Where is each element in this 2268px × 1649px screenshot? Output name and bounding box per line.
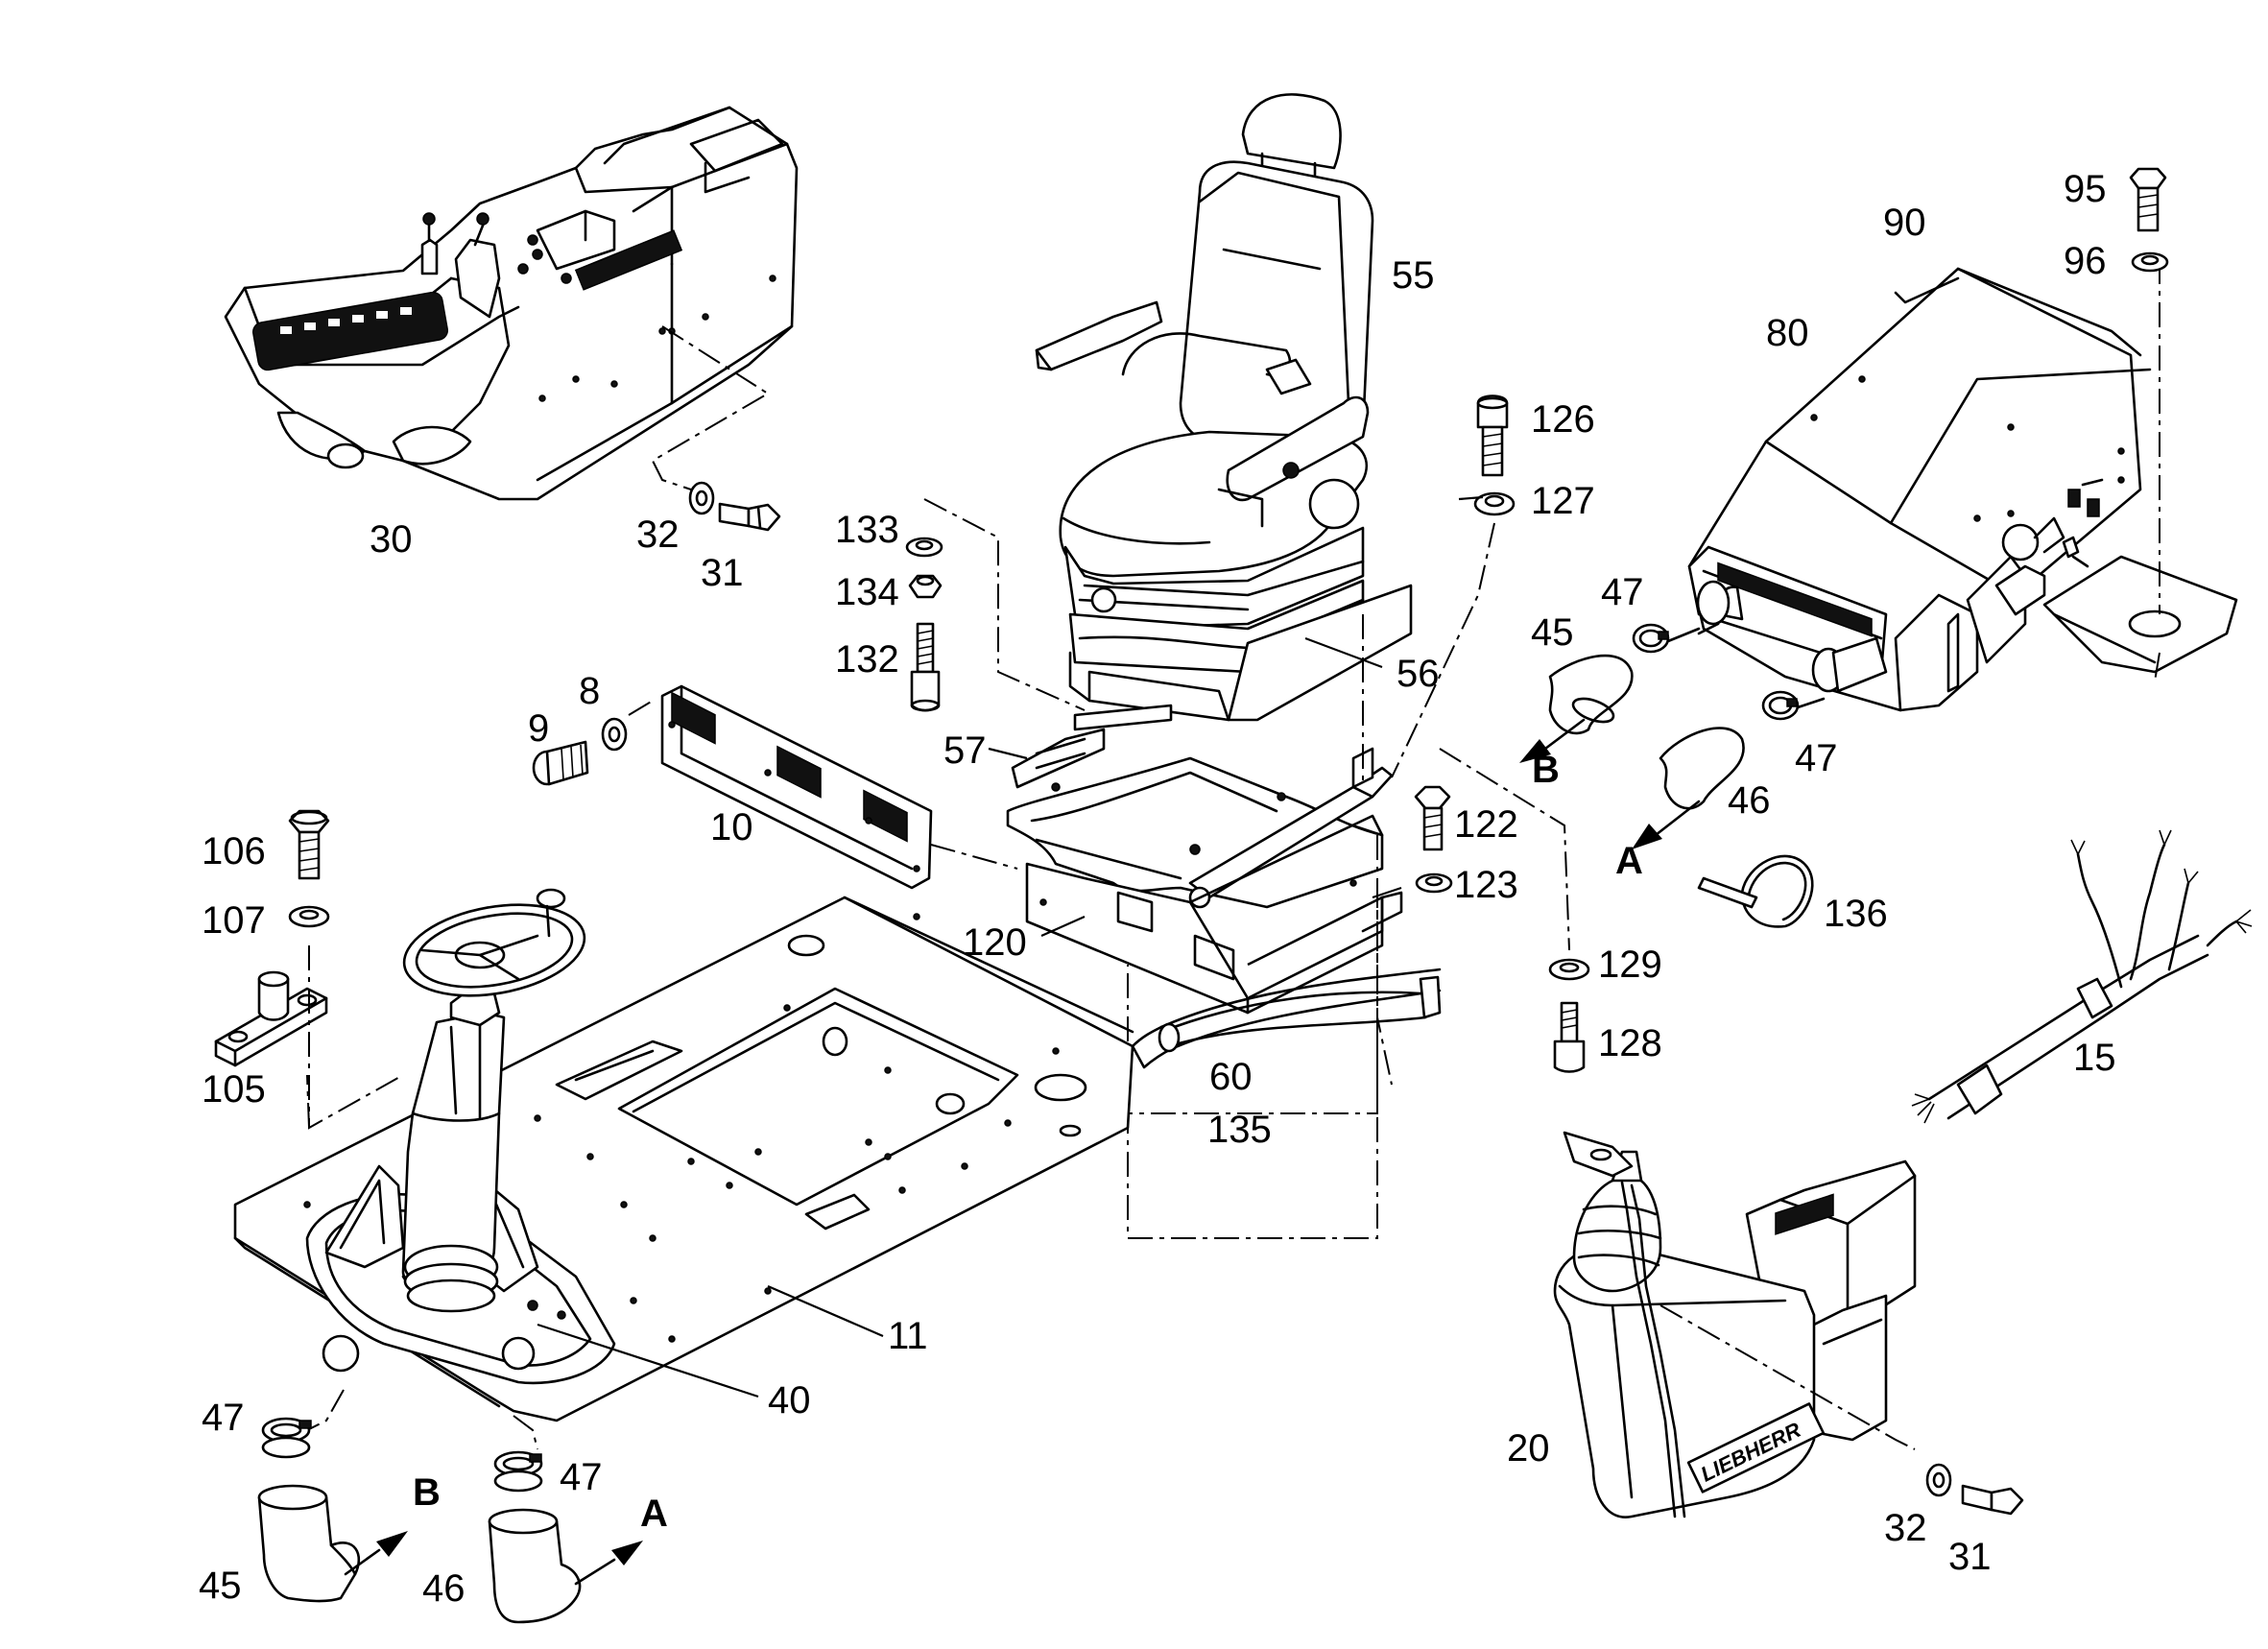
label-47-lower-right: 47 (560, 1456, 603, 1498)
label-32-lower: 32 (1884, 1507, 1927, 1549)
washer-107-drawing (288, 905, 330, 928)
label-107: 107 (202, 899, 266, 942)
bolt-31-lower-drawing (1961, 1484, 2024, 1516)
washer-96-drawing (2131, 251, 2169, 273)
label-32-upper: 32 (636, 514, 680, 556)
screw-128-drawing (1553, 1001, 1586, 1073)
washer-127-drawing (1473, 491, 1516, 516)
label-80: 80 (1766, 312, 1809, 354)
view-marker-b-upper: B (1532, 749, 1560, 791)
joystick-console-drawing: LIEBHERR (1553, 1131, 1917, 1518)
arrow-b-upper-drawing (1519, 718, 1586, 763)
washer-32-lower-drawing (1925, 1463, 1952, 1497)
hose-clamp-47-mid-drawing (1761, 690, 1800, 721)
label-30: 30 (370, 518, 413, 561)
hose-46-lower-drawing (488, 1508, 582, 1624)
label-135: 135 (1207, 1109, 1272, 1151)
label-95: 95 (2064, 168, 2107, 210)
label-122: 122 (1454, 803, 1518, 846)
label-46-upper: 46 (1728, 779, 1771, 822)
label-90: 90 (1883, 202, 1926, 244)
label-45-upper: 45 (1531, 611, 1574, 654)
label-129: 129 (1598, 944, 1662, 986)
label-134: 134 (835, 571, 899, 613)
bolt-106-drawing (288, 809, 330, 880)
label-60: 60 (1209, 1056, 1253, 1098)
view-marker-a-lower: A (640, 1493, 668, 1535)
label-105: 105 (202, 1068, 266, 1111)
hose-clamp-47-lower-right-drawing (493, 1450, 543, 1493)
seat-console-box-drawing (1025, 814, 1403, 1127)
washer-123-drawing (1415, 872, 1453, 894)
bolt-95-drawing (2129, 167, 2167, 232)
label-11: 11 (888, 1315, 928, 1357)
view-markers: B A B A (413, 749, 1643, 1535)
steering-column-drawing (305, 888, 616, 1385)
view-marker-a-upper: A (1615, 840, 1643, 882)
bolt-31-drawing (718, 502, 781, 532)
screw-126-drawing (1476, 394, 1509, 477)
label-8: 8 (579, 670, 600, 712)
hose-46-drawing (1659, 727, 1745, 810)
label-120: 120 (963, 921, 1027, 964)
hose-45-drawing (1548, 654, 1634, 735)
label-126: 126 (1531, 398, 1595, 441)
washer-133-drawing (905, 537, 943, 558)
label-127: 127 (1531, 480, 1595, 522)
label-96: 96 (2064, 240, 2107, 282)
bracket-105-drawing (214, 970, 328, 1067)
label-57: 57 (943, 729, 987, 772)
washer-129-drawing (1548, 958, 1590, 981)
label-136: 136 (1824, 893, 1888, 935)
view-marker-b-lower: B (413, 1471, 441, 1514)
label-132: 132 (835, 638, 899, 681)
label-10: 10 (710, 806, 753, 848)
label-15: 15 (2073, 1037, 2116, 1079)
label-55: 55 (1392, 254, 1435, 297)
cable-harness-60-drawing (1131, 968, 1442, 1069)
cable-clip-136-drawing (1697, 854, 1814, 928)
label-106: 106 (202, 830, 266, 872)
label-47-lower-left: 47 (202, 1397, 245, 1439)
label-45-lower: 45 (199, 1565, 242, 1607)
part-labels: 30 32 31 55 56 57 133 134 132 126 127 95… (199, 168, 2116, 1610)
hose-clamp-47-lower-left-drawing (261, 1417, 312, 1459)
washer-8-drawing (601, 717, 628, 752)
label-31-upper: 31 (701, 552, 744, 594)
label-128: 128 (1598, 1022, 1662, 1064)
heater-unit-drawing (1687, 267, 2152, 712)
label-9: 9 (528, 707, 549, 750)
label-133: 133 (835, 509, 899, 551)
label-46-lower: 46 (422, 1567, 466, 1610)
hose-45-lower-drawing (257, 1484, 361, 1603)
cab-floor-plate-drawing (233, 896, 1134, 1422)
label-40: 40 (768, 1379, 811, 1422)
washer-32-drawing (688, 481, 715, 515)
screw-9-drawing (532, 740, 589, 786)
label-20: 20 (1507, 1427, 1550, 1470)
label-47-mid: 47 (1795, 737, 1838, 779)
heater-mount-plate-drawing (2042, 555, 2238, 674)
label-56: 56 (1397, 653, 1440, 695)
screw-132-drawing (910, 622, 941, 712)
arrow-a-upper-drawing (1632, 800, 1701, 849)
bolt-122-drawing (1414, 785, 1451, 851)
operator-seat-drawing (1035, 93, 1413, 731)
wire-harness-15-drawing (1911, 829, 2253, 1124)
control-console-drawing (224, 106, 799, 501)
label-123: 123 (1454, 864, 1518, 906)
hose-clamp-47-top-drawing (1632, 623, 1670, 654)
label-47-top: 47 (1601, 571, 1644, 613)
nut-134-drawing (908, 574, 943, 599)
arrow-b-lower-drawing (344, 1531, 408, 1576)
leader-lines (537, 495, 1484, 1398)
label-31-lower: 31 (1948, 1536, 1992, 1578)
arrow-a-lower-drawing (574, 1541, 643, 1586)
cover-plate-drawing (660, 684, 933, 890)
